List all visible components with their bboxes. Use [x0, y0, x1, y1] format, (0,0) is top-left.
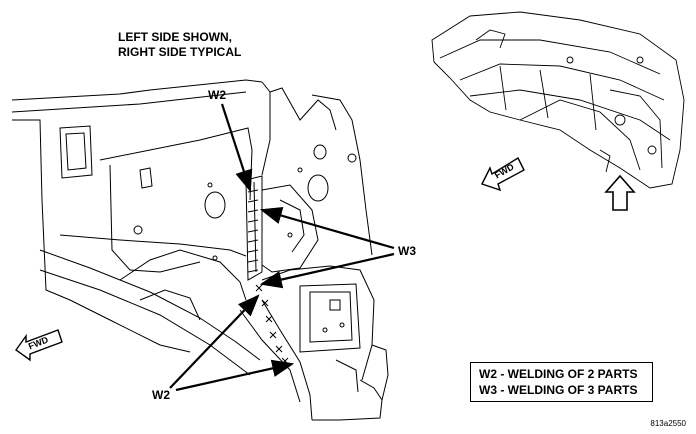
- view-caption: LEFT SIDE SHOWN, RIGHT SIDE TYPICAL: [118, 30, 241, 60]
- caption-line-2: RIGHT SIDE TYPICAL: [118, 45, 242, 59]
- leader-w3-lower: [259, 252, 395, 289]
- legend-row-w2: W2 - WELDING OF 2 PARTS: [479, 367, 638, 381]
- callout-w2-bottom: W2: [152, 388, 170, 402]
- inset-dash-panel: [431, 11, 685, 189]
- leader-w2-bottom-b: [175, 359, 295, 392]
- leader-w2-bottom-a: [169, 294, 260, 389]
- leader-w2-top: [220, 103, 253, 193]
- fwd-arrow-main-icon: [15, 329, 63, 362]
- fwd-arrow-inset-icon: [481, 157, 525, 192]
- caption-line-1: LEFT SIDE SHOWN,: [118, 30, 232, 44]
- figure-id: 813a2550: [650, 419, 686, 428]
- view-direction-arrow-icon: [604, 174, 636, 211]
- legend-row-w3: W3 - WELDING OF 3 PARTS: [479, 383, 638, 397]
- main-body-structure: [11, 79, 389, 421]
- leader-w3-upper: [259, 207, 395, 250]
- weld-legend: W2 - WELDING OF 2 PARTS W3 - WELDING OF …: [470, 362, 653, 402]
- callout-leaders: [169, 103, 395, 392]
- callout-w2-top: W2: [208, 88, 226, 102]
- callout-w3: W3: [398, 244, 416, 258]
